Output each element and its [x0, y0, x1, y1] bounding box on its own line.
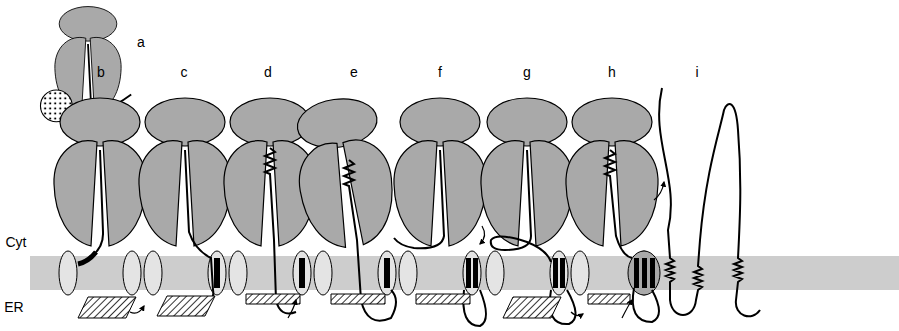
stage-e	[288, 93, 407, 321]
panel-letter: f	[438, 65, 442, 79]
stage-h	[566, 98, 664, 322]
compartment-label: Cyt	[6, 235, 27, 249]
panel-letter: i	[695, 65, 698, 79]
stage-g	[481, 98, 583, 324]
panel-letter: g	[523, 65, 531, 79]
panel-letter: e	[350, 65, 358, 79]
panel-letter: c	[181, 65, 188, 79]
stage-c	[139, 98, 231, 316]
compartment-label: ER	[4, 300, 23, 314]
inserted-membrane-protein	[659, 88, 760, 316]
panel-letter: b	[97, 65, 105, 79]
panel-letter: d	[264, 65, 272, 79]
stage-f	[394, 98, 486, 326]
panel-letter: h	[608, 65, 616, 79]
stage-b	[54, 98, 146, 318]
panel-letter: a	[137, 35, 145, 49]
